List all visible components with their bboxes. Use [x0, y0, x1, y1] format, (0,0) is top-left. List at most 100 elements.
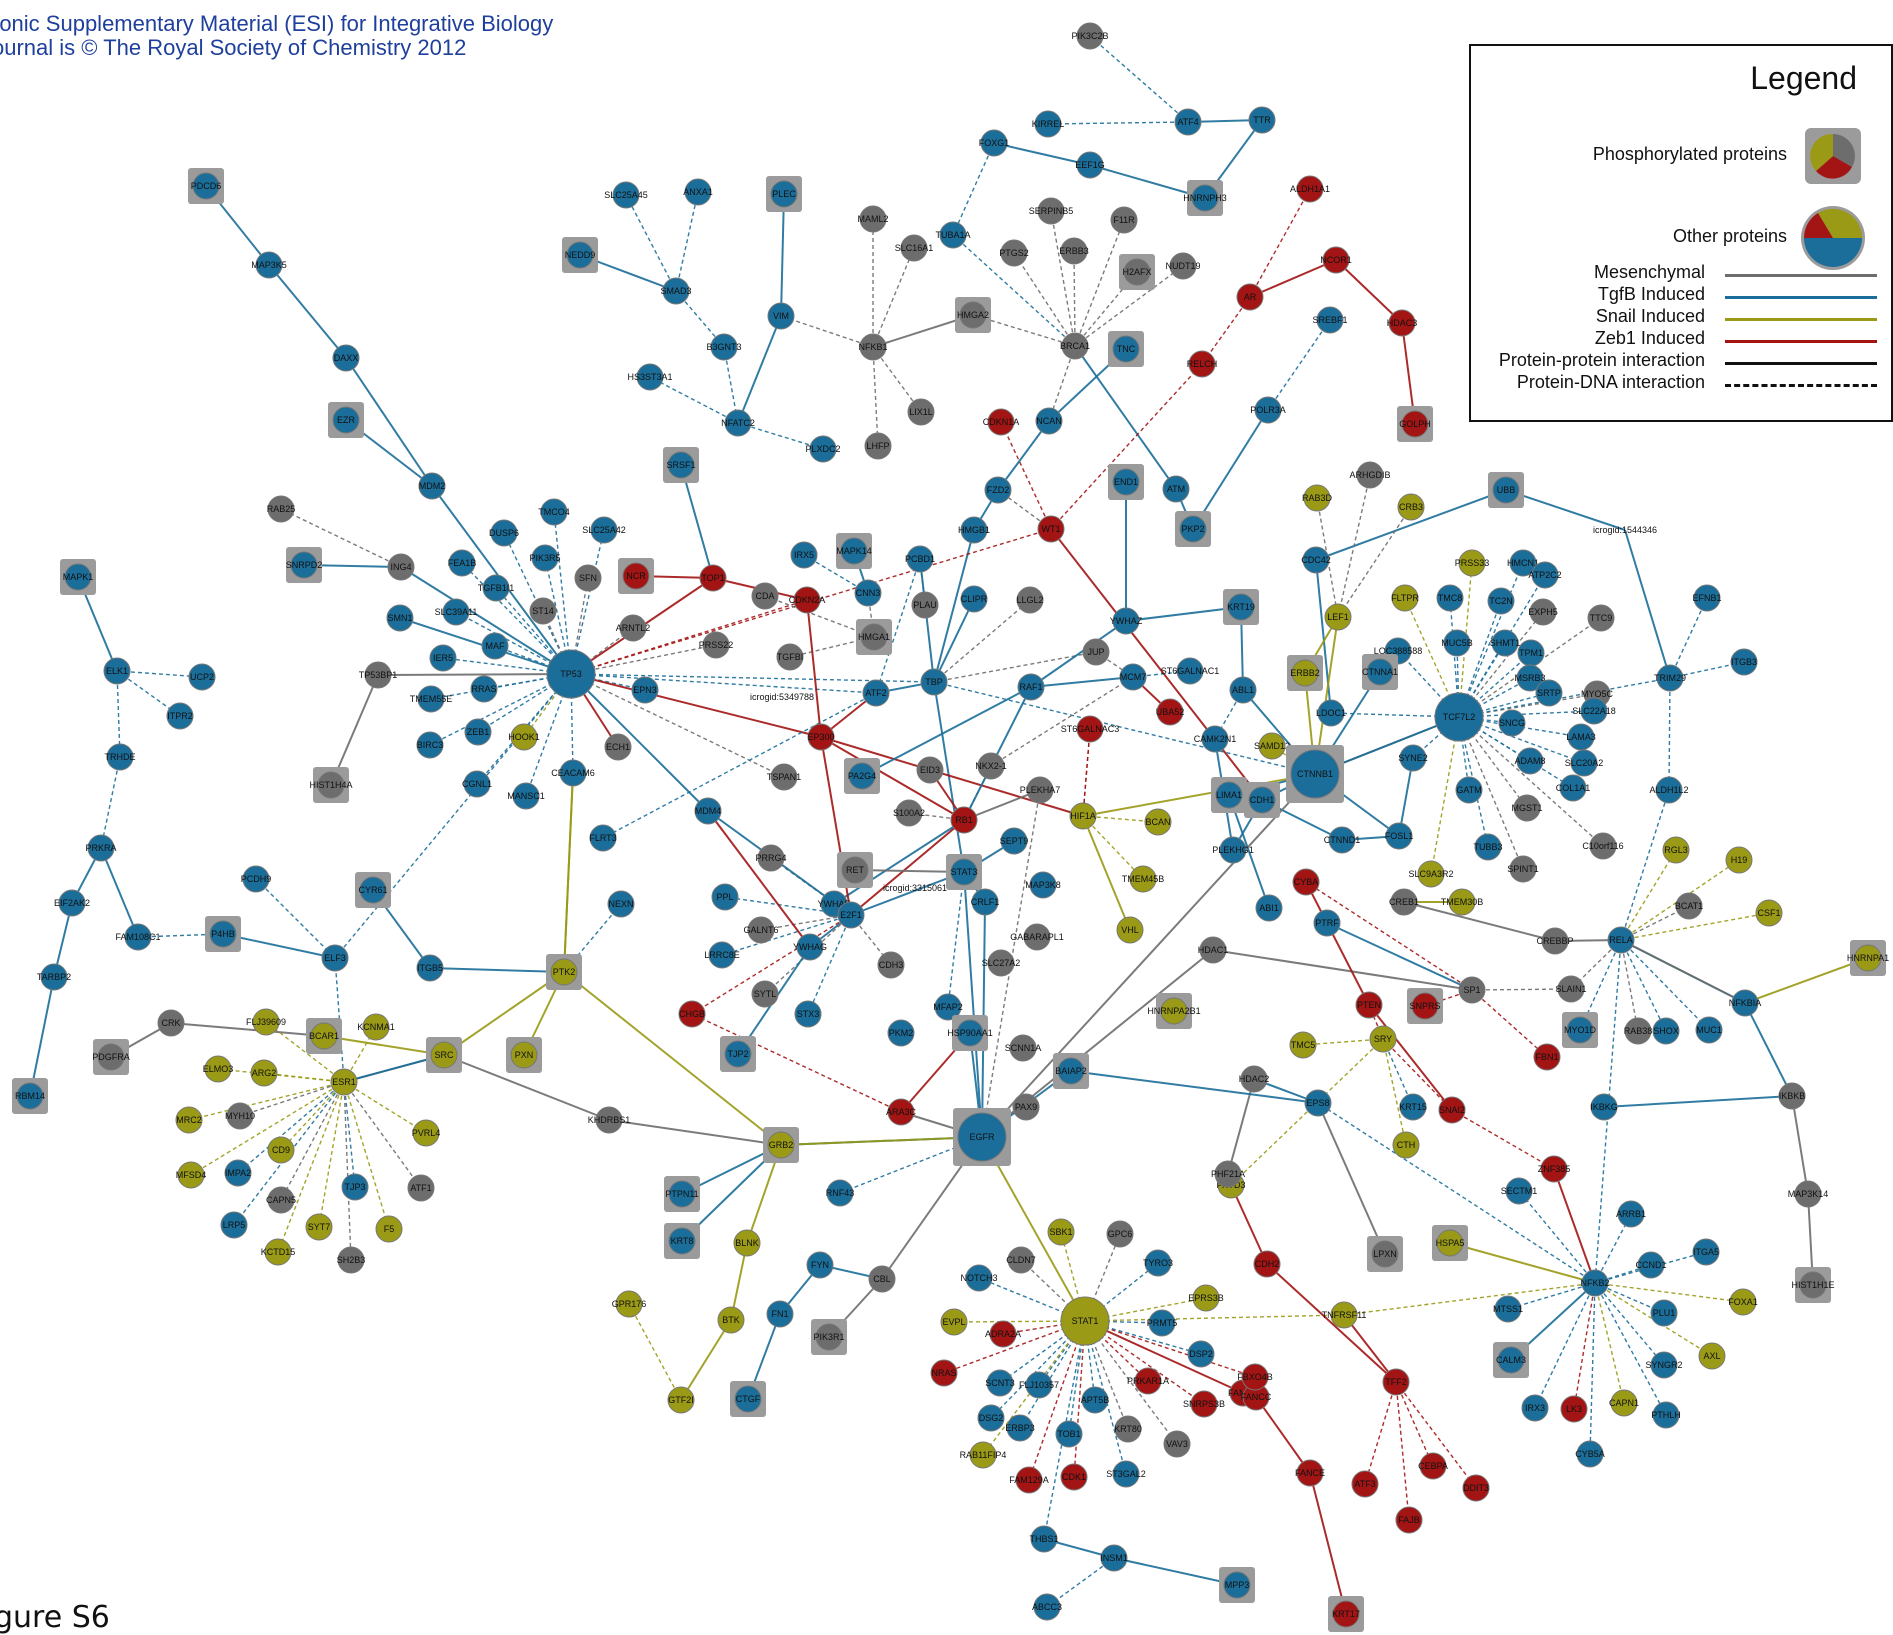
protein-circle — [724, 1040, 752, 1068]
protein-circle — [332, 406, 360, 434]
protein-circle — [1324, 603, 1352, 631]
protein-circle — [416, 731, 444, 759]
network-edge — [477, 673, 572, 733]
protein-label: FEA1B — [448, 558, 477, 568]
protein-label: HS3ST3A1 — [627, 372, 672, 382]
protein-label: TFF2 — [1385, 1377, 1407, 1387]
protein-circle — [895, 799, 923, 827]
protein-circle — [1566, 1016, 1594, 1044]
protein-node: SRSF1 — [663, 447, 699, 483]
network-edge — [1000, 421, 1052, 530]
protein-circle — [512, 782, 540, 810]
protein-label: FLRT3 — [589, 833, 616, 843]
protein-node: STX3 — [794, 1000, 822, 1028]
protein-node: CDH3 — [877, 951, 905, 979]
protein-circle — [1290, 749, 1340, 799]
protein-node: LIX1L — [907, 398, 935, 426]
protein-circle — [481, 632, 509, 660]
protein-circle — [58, 889, 86, 917]
network-edge — [1073, 1320, 1086, 1478]
protein-node: MUC5B — [1441, 629, 1473, 657]
network-edge — [1382, 1038, 1407, 1146]
protein-label: SECTM1 — [1501, 1186, 1538, 1196]
protein-circle — [1559, 774, 1587, 802]
protein-circle — [1055, 1420, 1083, 1448]
figure-label: gure S6 — [0, 1600, 110, 1635]
network-edge — [1620, 939, 1710, 1031]
protein-circle — [1248, 786, 1276, 814]
protein-label: HIST1H1E — [1791, 1280, 1834, 1290]
protein-circle — [980, 129, 1008, 157]
protein-label: FBXO4B — [1237, 1372, 1273, 1382]
protein-circle — [310, 1022, 338, 1050]
protein-label: EPRS3B — [1188, 1293, 1224, 1303]
protein-node: H19 — [1725, 846, 1753, 874]
network-edge — [443, 1054, 610, 1121]
protein-circle — [1624, 1017, 1652, 1045]
protein-label: SBK1 — [1049, 1227, 1072, 1237]
network-edge — [760, 914, 852, 931]
protein-node: E2F1 — [837, 901, 865, 929]
network-edge — [872, 247, 915, 348]
network-edge — [1082, 728, 1091, 817]
protein-label: SLC25A42 — [582, 525, 626, 535]
network-edge — [680, 1319, 732, 1401]
network-edge — [850, 819, 965, 916]
protein-circle — [1533, 1043, 1561, 1071]
protein-circle — [1015, 1466, 1043, 1494]
protein-circle — [418, 472, 446, 500]
protein-circle — [1303, 484, 1331, 512]
protein-circle — [574, 564, 602, 592]
protein-label: KRT80 — [1114, 1424, 1142, 1434]
protein-node: NCOR1 — [1320, 246, 1352, 274]
network-edge — [675, 191, 699, 292]
protein-circle — [1474, 833, 1502, 861]
network-edge — [1668, 677, 1671, 791]
protein-label: ZEB1 — [467, 727, 490, 737]
protein-circle — [1587, 604, 1615, 632]
legend-title: Legend — [1750, 60, 1857, 96]
protein-label: ECH1 — [606, 742, 630, 752]
protein-label: CBL — [873, 1274, 891, 1284]
protein-circle — [430, 1041, 458, 1069]
network-edge — [1082, 773, 1316, 817]
network-edge — [820, 736, 965, 821]
protein-label: YWHAZ — [1110, 616, 1143, 626]
protein-label: EP300 — [807, 732, 834, 742]
protein-circle — [702, 631, 730, 659]
protein-circle — [987, 408, 1015, 436]
network-edge — [1305, 881, 1473, 991]
protein-node: FAM129A — [1009, 1466, 1049, 1494]
network-edge — [570, 673, 785, 778]
protein-circle — [529, 597, 557, 625]
protein-label: SERPINB5 — [1029, 206, 1074, 216]
protein-node: MDM4 — [694, 797, 722, 825]
protein-label: SNCG — [1499, 718, 1525, 728]
protein-circle — [1652, 1017, 1680, 1045]
network-edge — [1603, 1095, 1793, 1108]
protein-circle — [1399, 744, 1427, 772]
protein-node: icrogid:5349788 — [750, 692, 814, 702]
protein-node: MAF — [481, 632, 509, 660]
network-edge — [1074, 265, 1184, 347]
protein-circle — [1129, 865, 1157, 893]
network-edge — [1315, 489, 1507, 561]
protein-circle — [1650, 1299, 1678, 1327]
protein-node: P4HB — [205, 916, 241, 952]
protein-label: UBA52 — [1156, 707, 1185, 717]
protein-node: ATM — [1162, 475, 1190, 503]
protein-circle — [1317, 699, 1345, 727]
network-edge — [933, 598, 975, 683]
protein-node: ERBP3 — [1005, 1414, 1035, 1442]
protein-node: LLGL2 — [1016, 586, 1044, 614]
network-edge — [1594, 1282, 1667, 1416]
protein-circle — [751, 980, 779, 1008]
protein-circle — [1541, 927, 1569, 955]
protein-circle — [1662, 836, 1690, 864]
protein-label: SYTL — [754, 989, 777, 999]
network-edge — [1579, 939, 1622, 1031]
protein-label: MAPK14 — [836, 546, 872, 556]
protein-label: MAP3K5 — [251, 260, 287, 270]
network-edge — [570, 673, 877, 694]
protein-node: VAV3 — [1163, 1430, 1191, 1458]
